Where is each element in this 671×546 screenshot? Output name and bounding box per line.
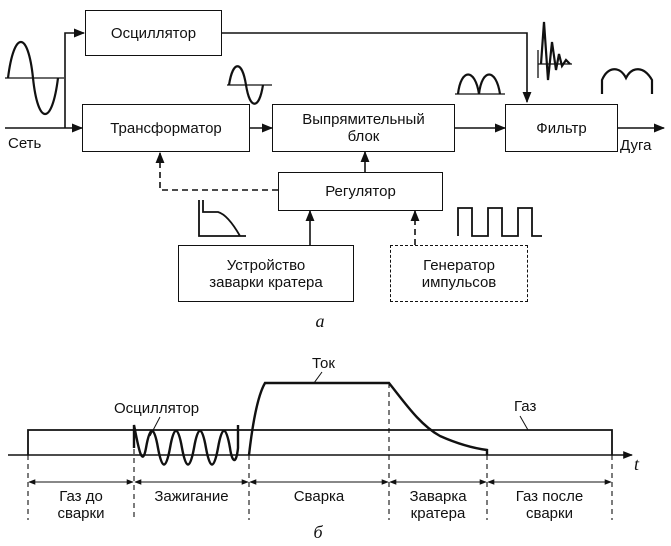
mains-sine-wave — [6, 41, 60, 115]
pulse-generator-block: Генератор импульсов — [390, 245, 528, 302]
current-profile — [247, 381, 489, 456]
smoothed-wave — [600, 68, 654, 94]
oscillator-block: Осциллятор — [85, 10, 222, 56]
oscillator-to-filter — [222, 32, 532, 104]
phase-label-crater: Заварка кратера — [409, 488, 467, 522]
caption-a: а — [315, 311, 325, 331]
oscillator-label: Осциллятор — [114, 400, 200, 417]
time-axis-label: t — [634, 454, 640, 474]
gas-label: Газ — [514, 398, 537, 415]
rectified-wave — [456, 73, 502, 95]
hf-burst-wave — [539, 21, 571, 81]
regulator-block: Регулятор — [278, 172, 443, 211]
gas-leader — [519, 415, 529, 431]
mains-to-oscillator — [64, 28, 86, 128]
ignition-oscillation — [132, 424, 240, 466]
phase-label-welding: Сварка — [293, 488, 345, 505]
rectifier-block: Выпрямительный блок — [272, 104, 455, 152]
pulse-train — [457, 207, 542, 237]
mains-label: Сеть — [8, 135, 42, 152]
transformer-sine-wave — [227, 65, 265, 105]
current-label: Ток — [312, 355, 335, 372]
crater-decay-wave — [198, 200, 246, 237]
oscillator-leader — [149, 416, 161, 437]
crater-device-block: Устройство заварки кратера — [178, 245, 354, 302]
phase-label-gas-before: Газ до сварки — [57, 488, 105, 522]
gas-envelope — [27, 429, 613, 455]
arc-label: Дуга — [620, 137, 652, 154]
phase-label-gas-after: Газ после сварки — [515, 488, 584, 522]
regulator-to-transformer — [155, 151, 278, 191]
caption-b: б — [313, 522, 323, 542]
transformer-block: Трансформатор — [82, 104, 250, 152]
filter-block: Фильтр — [505, 104, 618, 152]
current-leader — [313, 371, 323, 384]
phase-label-ignition: Зажигание — [154, 488, 229, 505]
